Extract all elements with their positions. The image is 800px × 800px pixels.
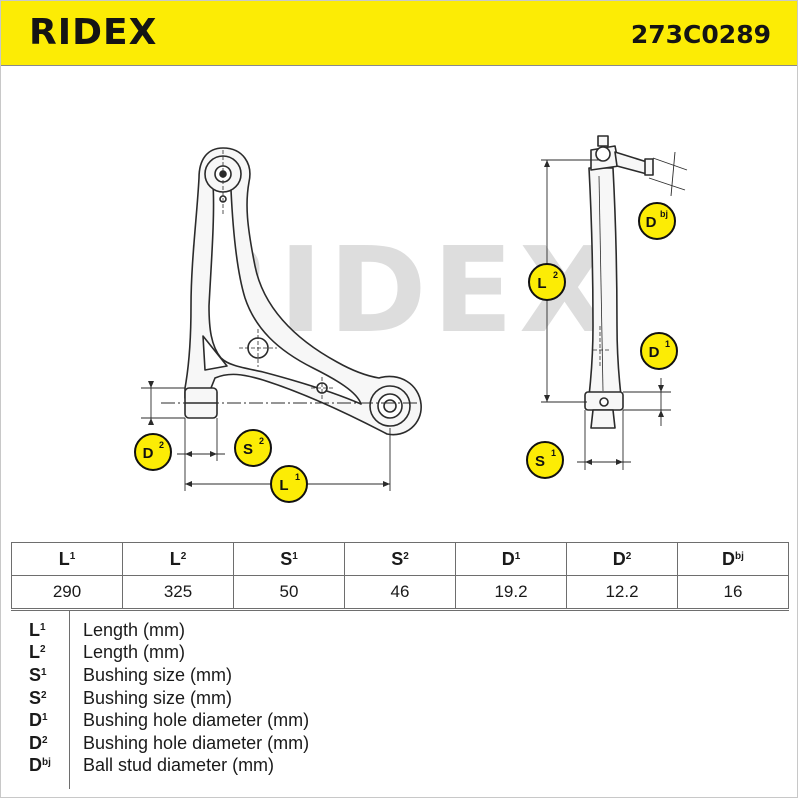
legend-description: Bushing size (mm) [83, 687, 233, 708]
badge-d1-sup: 1 [665, 339, 670, 349]
specs-value-s1: 50 [233, 575, 345, 609]
specs-table: L1 L2 S1 S2 D1 D2 Dbj 290 325 50 46 19.2… [11, 542, 789, 609]
badge-d2-sup: 2 [159, 440, 164, 450]
specs-header-l2: L2 [122, 542, 234, 576]
legend-item-s1: S1 Bushing size (mm) [29, 664, 309, 687]
header-bar: RIDEX 273C0289 [1, 1, 797, 66]
legend-item-d2: D2 Bushing hole diameter (mm) [29, 732, 309, 755]
badge-s2-sup: 2 [259, 436, 264, 446]
technical-drawing: RIDEX [134, 135, 688, 503]
specs-header-l1: L1 [11, 542, 123, 576]
specs-value-s2: 46 [344, 575, 456, 609]
legend-description: Bushing hole diameter (mm) [83, 732, 310, 753]
legend-symbol: L2 [29, 642, 46, 663]
badge-l2-sup: 2 [553, 270, 558, 280]
badge-d2-label: D [143, 445, 154, 462]
specs-value-row: 290 325 50 46 19.2 12.2 16 [11, 575, 789, 609]
center-marks [222, 150, 333, 399]
legend-separator [69, 611, 70, 789]
badge-d2: D 2 [134, 433, 172, 471]
legend-symbol: Dbj [29, 755, 51, 776]
legend: L1 Length (mm) L2 Length (mm) S1 Bushing… [29, 619, 309, 777]
specs-value-l1: 290 [11, 575, 123, 609]
badge-d1-label: D [649, 344, 660, 361]
badge-dbj: D bj [638, 202, 676, 240]
legend-divider [11, 610, 789, 611]
badge-l1-sup: 1 [295, 472, 300, 482]
dimension-arrows-right [544, 160, 664, 465]
specs-value-l2: 325 [122, 575, 234, 609]
badge-dbj-sup: bj [660, 209, 668, 219]
specs-header-row: L1 L2 S1 S2 D1 D2 Dbj [11, 542, 789, 576]
legend-description: Length (mm) [83, 619, 186, 640]
legend-item-d1: D1 Bushing hole diameter (mm) [29, 709, 309, 732]
legend-symbol: L1 [29, 619, 46, 640]
control-arm-side-view [584, 135, 654, 429]
badge-s2: S 2 [234, 429, 272, 467]
part-number: 273C0289 [630, 20, 771, 49]
side-view-centerline [593, 326, 609, 366]
legend-item-dbj: Dbj Ball stud diameter (mm) [29, 755, 309, 778]
legend-symbol: S1 [29, 664, 47, 685]
badge-l2: L 2 [528, 263, 566, 301]
legend-symbol: D2 [29, 732, 48, 753]
legend-item-s2: S2 Bushing size (mm) [29, 687, 309, 710]
specs-value-dbj: 16 [677, 575, 789, 609]
badge-s1-sup: 1 [551, 448, 556, 458]
specs-value-d2: 12.2 [566, 575, 678, 609]
specs-header-d1: D1 [455, 542, 567, 576]
legend-item-l2: L2 Length (mm) [29, 642, 309, 665]
specs-header-s1: S1 [233, 542, 345, 576]
dimension-arrows-left [148, 381, 390, 487]
badge-s1-label: S [535, 453, 545, 470]
badge-l1: L 1 [270, 465, 308, 503]
specs-header-dbj: Dbj [677, 542, 789, 576]
legend-description: Ball stud diameter (mm) [83, 755, 275, 776]
badge-s1: S 1 [526, 441, 564, 479]
legend-description: Length (mm) [83, 642, 186, 663]
badge-dbj-label: D [646, 214, 657, 231]
legend-description: Bushing size (mm) [83, 664, 233, 685]
brand-logo: RIDEX [29, 12, 158, 53]
specs-header-d2: D2 [566, 542, 678, 576]
legend-description: Bushing hole diameter (mm) [83, 710, 310, 731]
badge-d1: D 1 [640, 332, 678, 370]
legend-symbol: S2 [29, 687, 47, 708]
specs-value-d1: 19.2 [455, 575, 567, 609]
dimension-lines-right [541, 151, 688, 470]
badge-l1-label: L [279, 477, 288, 494]
legend-item-l1: L1 Length (mm) [29, 619, 309, 642]
legend-symbol: D1 [29, 710, 48, 731]
badge-s2-label: S [243, 441, 253, 458]
badge-l2-label: L [537, 275, 546, 292]
specs-header-s2: S2 [344, 542, 456, 576]
